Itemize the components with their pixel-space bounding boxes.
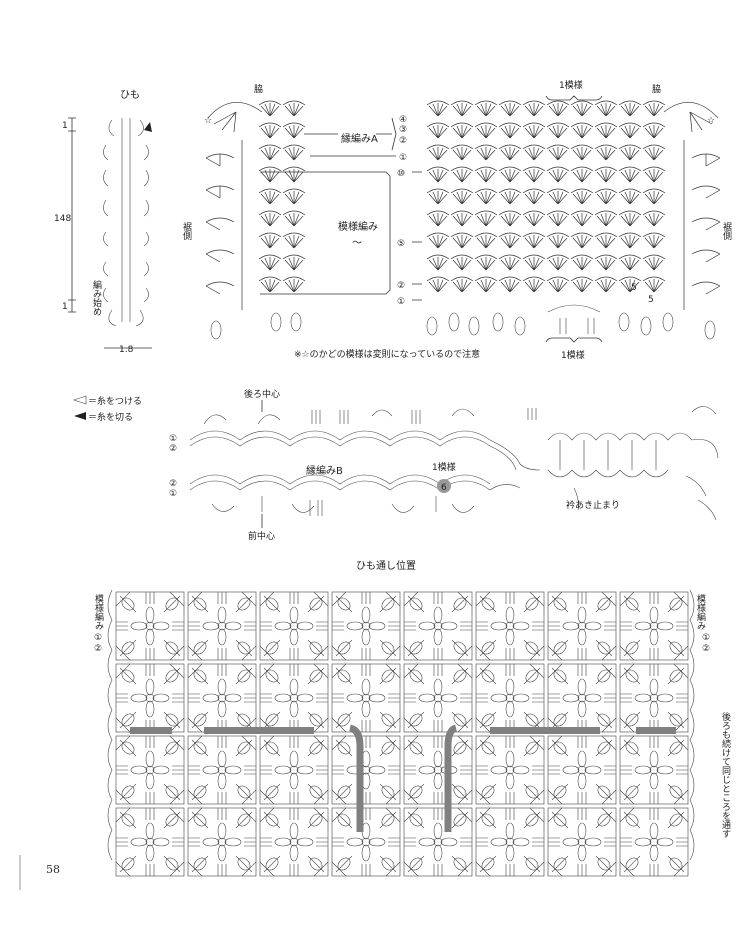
repeat-label-bottom: 1模様 — [561, 349, 585, 361]
neck-edge-panel: 後ろ中心 前中心 ① ② ② ① 縁編みB 1模様 6 衿あき止まり — [169, 388, 719, 542]
svg-text:②: ② — [169, 479, 177, 489]
bottom-loops — [210, 312, 716, 340]
cut-thread-icon — [74, 412, 86, 420]
svg-text:☆: ☆ — [707, 116, 715, 126]
corner-note: ※☆のかどの模様は変則になっているので注意 — [294, 348, 480, 360]
cord-title: ひも — [120, 89, 140, 101]
cord-width: 1.8 — [119, 345, 134, 355]
svg-text:⑩: ⑩ — [397, 169, 405, 179]
svg-text:⑤: ⑤ — [397, 239, 405, 249]
edge-a-label: 縁編みA — [341, 132, 378, 145]
legend-cut: ＝糸を切る — [88, 411, 133, 423]
cord-dim-main: 148 — [54, 214, 71, 224]
top-panel: 脇 脇 1模様 1模様 ☆ ☆ — [181, 79, 732, 361]
svg-text:6: 6 — [441, 483, 447, 493]
cord-diagram: ひも 1 148 1 編み始め 1.8 — [54, 89, 152, 355]
cord-position-panel: ひも通し位置 模様編み 模様編み ① ② ① ② 後ろも続けて同じところを通す — [93, 559, 731, 877]
svg-text:☆: ☆ — [204, 116, 212, 126]
svg-text:①: ① — [702, 633, 710, 643]
svg-text:②: ② — [702, 644, 710, 654]
side-label-left: 脇 — [254, 84, 263, 95]
legend: ＝糸をつける ＝糸を切る — [73, 395, 142, 423]
bottom-left-label: 模様編み — [93, 594, 104, 630]
svg-text:②: ② — [399, 136, 407, 146]
motif-grid — [115, 591, 689, 877]
hem-label-left: 裾側 — [181, 221, 192, 240]
svg-text:①: ① — [169, 489, 177, 499]
back-center-label: 後ろ中心 — [244, 388, 280, 400]
svg-text:①: ① — [399, 153, 407, 163]
svg-text:②: ② — [94, 644, 102, 654]
bottom-right-label: 模様編み — [695, 594, 706, 630]
repeat-label-top: 1模様 — [559, 79, 583, 91]
hem-label-right: 裾側 — [721, 221, 732, 240]
cord-dim-top: 1 — [62, 121, 68, 131]
cord-dim-bottom: 1 — [62, 302, 68, 312]
edge-a-group: 縁編みA ④ ③ ② ① — [304, 115, 407, 163]
svg-text:5: 5 — [648, 295, 654, 305]
pattern-label: 模様編み — [338, 220, 378, 233]
legend-attach: ＝糸をつける — [88, 395, 142, 407]
svg-text:②: ② — [169, 444, 177, 454]
pattern-tilde: ～ — [352, 238, 362, 249]
page-number: 58 — [46, 863, 60, 876]
pattern-fan-rows — [258, 100, 666, 292]
svg-text:①: ① — [397, 297, 405, 307]
cord-start-note: 編み始め — [91, 279, 102, 316]
side-label-right: 脇 — [652, 84, 661, 95]
svg-text:③: ③ — [399, 125, 407, 135]
svg-text:②: ② — [397, 281, 405, 291]
edge-b-label: 縁編みB — [306, 464, 343, 477]
front-center-label: 前中心 — [248, 530, 275, 542]
side-note: 後ろも続けて同じところを通す — [720, 711, 731, 838]
repeat-label-mid: 1模様 — [432, 461, 456, 473]
svg-text:①: ① — [169, 434, 177, 444]
attach-thread-icon — [73, 395, 87, 405]
cord-threading-path — [130, 724, 676, 832]
slit-stop-label: 衿あき止まり — [566, 499, 620, 511]
cord-position-title: ひも通し位置 — [356, 559, 416, 572]
svg-text:①: ① — [94, 633, 102, 643]
svg-text:④: ④ — [399, 115, 407, 125]
svg-text:5: 5 — [631, 283, 637, 293]
pattern-group: 模様編み ～ ⑩ ⑤ ② ① — [260, 169, 422, 307]
side-fans — [205, 140, 721, 310]
